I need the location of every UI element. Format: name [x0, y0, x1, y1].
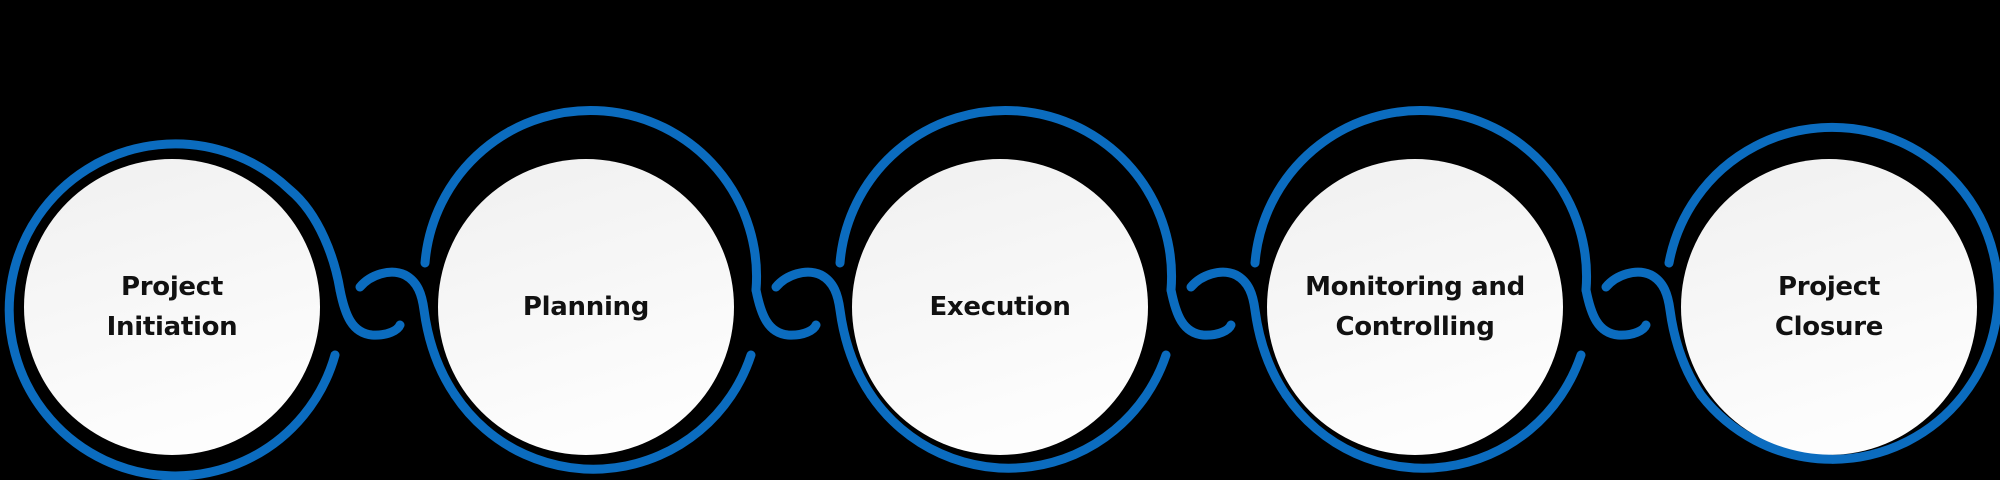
stage-project-initiation: Project Initiation: [24, 159, 320, 455]
connector-4-left-hook: [1581, 285, 1651, 340]
ring-3-main-arc: [866, 350, 1171, 473]
ring-1-upper-arc: [4, 139, 345, 480]
connector-4-right-hook: [1601, 267, 1706, 400]
connector-3-left-hook: [1166, 285, 1236, 340]
ring-3-upper-left-arc: [835, 105, 1177, 295]
ring-2-main-arc: [450, 350, 756, 474]
connector-2-left-hook: [751, 285, 821, 340]
stage-disc-3: [852, 159, 1148, 455]
connector-1-right-hook: [355, 267, 460, 400]
ring-5-main-arc: [1664, 122, 2000, 464]
stage-disc-2: [438, 159, 734, 455]
connector-1-left-hook: [335, 285, 405, 340]
blue-ring-strokes: [4, 105, 2000, 480]
ring-4-main-arc: [1281, 350, 1586, 473]
stage-project-closure: Project Closure: [1681, 159, 1977, 455]
stage-label: Project Initiation: [106, 272, 238, 342]
stage-label: Planning: [522, 292, 650, 322]
ring-2-upper-left-arc: [420, 105, 762, 295]
ring-4-upper-left-arc: [1250, 105, 1592, 295]
stage-monitoring-and-controlling: Monitoring and Controlling: [1267, 159, 1563, 455]
connector-3-right-hook: [1186, 267, 1291, 400]
stage-label: Monitoring and Controlling: [1305, 272, 1525, 342]
stage-disc-4: [1267, 159, 1563, 455]
connector-2-right-hook: [771, 267, 876, 400]
stage-execution: Execution: [852, 159, 1148, 455]
stage-disc-1: [24, 159, 320, 455]
stage-label: Project Closure: [1774, 272, 1884, 342]
stage-planning: Planning: [438, 159, 734, 455]
stage-disc-5: [1681, 159, 1977, 455]
stage-label: Execution: [929, 292, 1071, 322]
stage-discs: [24, 159, 1977, 455]
